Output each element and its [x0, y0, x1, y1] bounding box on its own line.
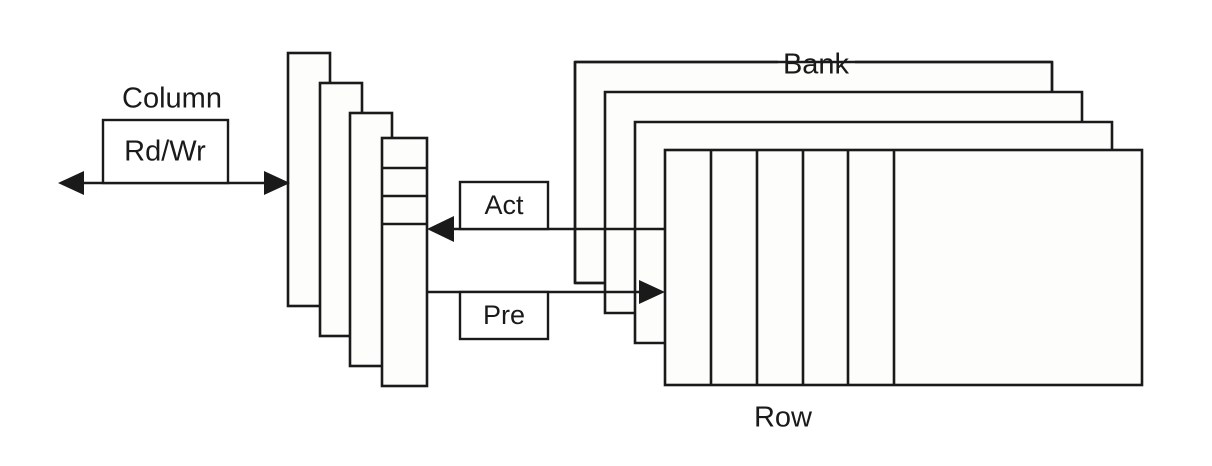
row-label: Row	[754, 402, 813, 434]
column-cell-dividers	[382, 166, 427, 226]
arrow-left-icon	[427, 216, 454, 242]
column-label: Column	[122, 83, 222, 115]
pre-label-box: Pre	[458, 290, 550, 341]
rdwr-label-box: Rd/Wr	[101, 118, 230, 185]
act-label: Act	[484, 190, 524, 220]
act-label-box: Act	[458, 180, 550, 231]
rdwr-label: Rd/Wr	[124, 136, 206, 168]
pre-label: Pre	[483, 300, 525, 330]
bank-stack	[573, 60, 1144, 387]
bank-plane-1-front	[663, 148, 1144, 387]
arrow-left-icon	[58, 171, 84, 195]
column-plane-1-front	[380, 136, 429, 388]
arrow-right-icon	[639, 280, 665, 304]
bank-label: Bank	[783, 49, 850, 81]
column-stack	[286, 51, 429, 388]
row-dividers	[709, 150, 896, 385]
arrow-right-icon	[264, 171, 290, 195]
